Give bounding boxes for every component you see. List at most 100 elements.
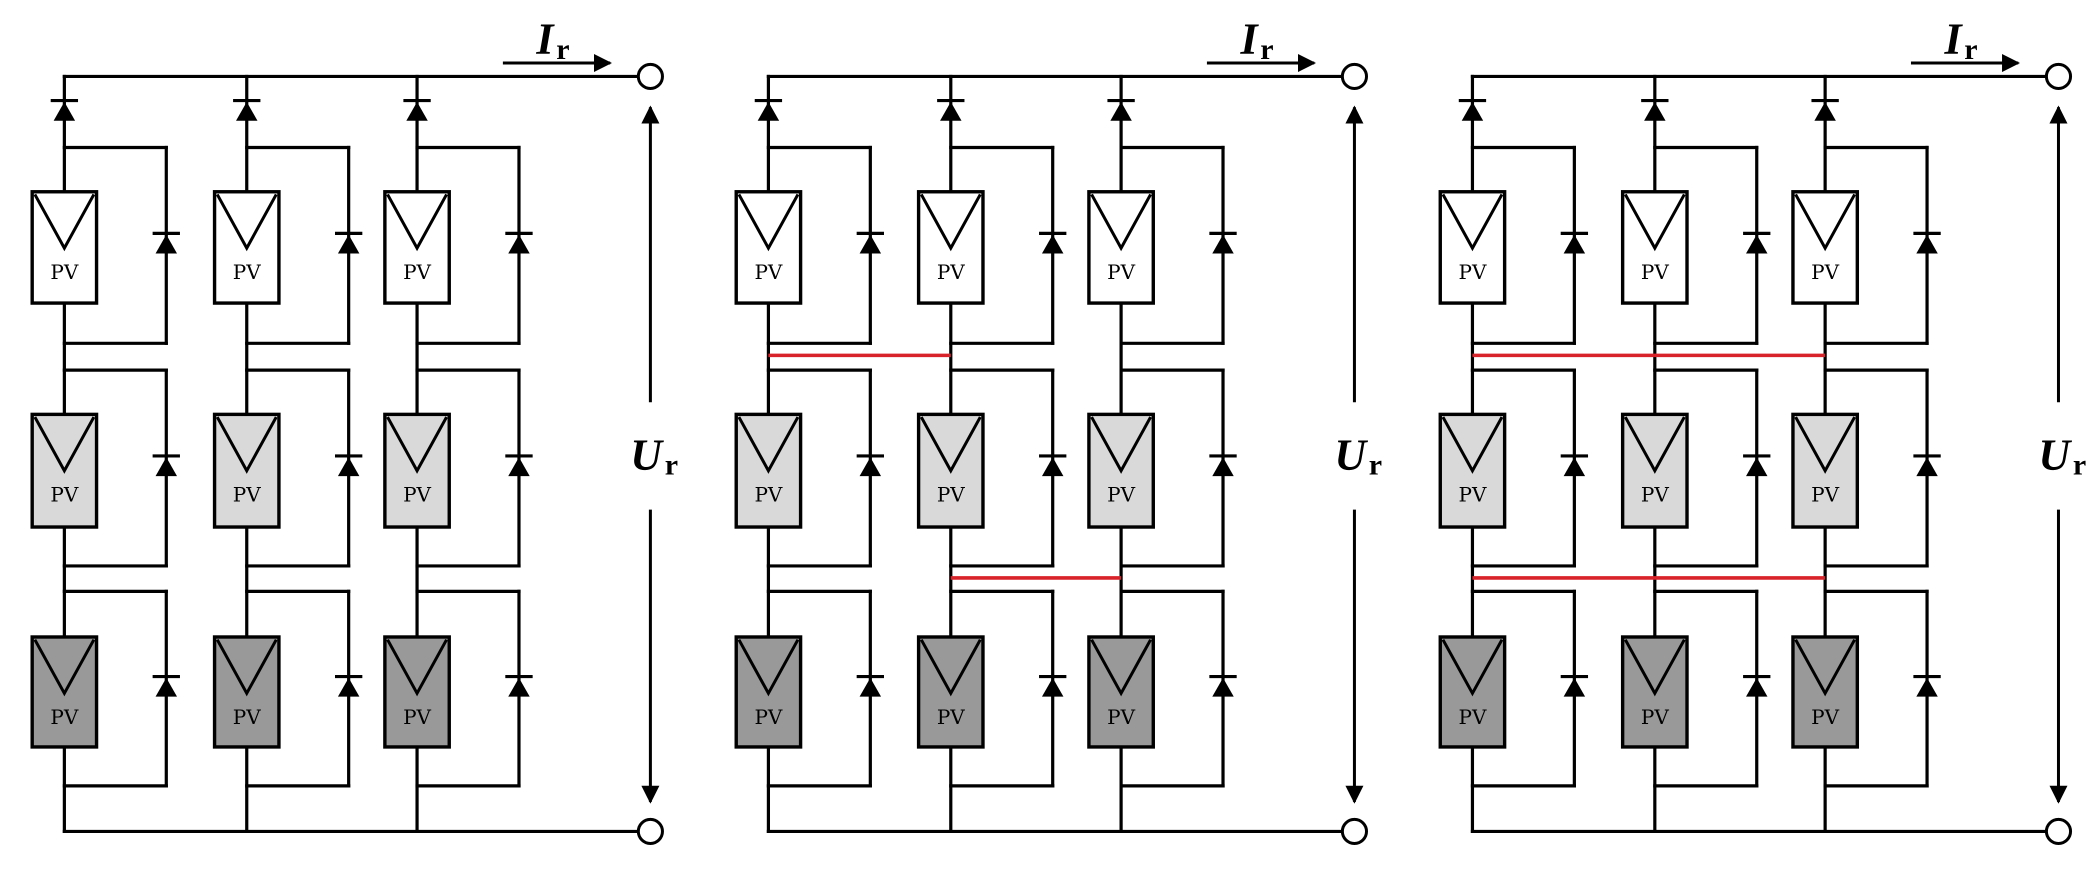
pv-module: PV [212,190,281,305]
bypass-diode [856,454,884,477]
pv-module: PV [916,190,985,305]
pv-module-label: PV [937,483,965,507]
bypass-diode [1560,231,1589,254]
string-column: PV PV PV [212,74,363,834]
bypass-diode [334,231,363,254]
pv-module-label: PV [1641,705,1669,729]
pv-module-label: PV [754,705,782,729]
positive-terminal [636,62,664,91]
pv-module: PV [212,412,281,529]
pv-module: PV [916,635,985,749]
pv-module-label: PV [50,483,78,507]
pv-module: PV [30,412,99,529]
pv-module-label: PV [937,705,965,729]
pv-module: PV [212,635,281,749]
pv-module: PV [30,190,99,305]
bypass-diode [1560,454,1589,477]
string-column: PV PV PV [1087,74,1237,834]
pv-module-label: PV [754,260,782,284]
pv-module: PV [383,190,451,305]
pv-module: PV [1620,635,1689,749]
pv-module-label: PV [50,705,78,729]
pv-module: PV [1438,412,1507,529]
current-label: Ir [535,15,569,66]
bypass-diode [1209,454,1237,477]
bypass-diode [1743,454,1771,477]
blocking-diode [754,98,783,121]
bypass-diode [1039,674,1067,697]
bypass-diode [1743,231,1771,254]
bypass-diode [1560,674,1589,697]
pv-module: PV [30,635,99,749]
bypass-diode [856,674,884,697]
string-column: PV PV PV [734,74,884,834]
voltage-label: Ur [2038,430,2086,481]
voltage-label: Ur [630,430,678,481]
pv-module: PV [383,635,451,749]
pv-module-label: PV [403,483,431,507]
pv-module-label: PV [1641,260,1669,284]
pv-module: PV [383,412,451,529]
blocking-diode [1811,98,1839,121]
pv-module-label: PV [1107,705,1135,729]
negative-terminal [2044,817,2073,846]
pv-module-label: PV [233,483,261,507]
pv-module-label: PV [233,260,261,284]
bypass-diode [505,674,533,697]
pv-module: PV [1438,190,1507,305]
bypass-diode [152,454,180,477]
string-column: PV PV PV [30,74,180,834]
bypass-diode [1913,454,1941,477]
current-label: Ir [1239,15,1273,66]
pv-module: PV [916,412,985,529]
bypass-diode [1039,231,1067,254]
blocking-diode [50,98,79,121]
blocking-diode [937,98,965,121]
bypass-diode [856,231,884,254]
positive-terminal [1340,62,1369,91]
pv-module-label: PV [937,260,965,284]
pv-module: PV [1791,635,1860,749]
pv-module: PV [1791,190,1860,305]
bypass-diode [1913,674,1941,697]
bypass-diode [334,674,363,697]
pv-module: PV [734,412,803,529]
pv-module-label: PV [1458,705,1486,729]
pv-module: PV [1087,190,1155,305]
pv-module-label: PV [1811,260,1839,284]
blocking-diode [1107,98,1135,121]
pv-module-label: PV [1458,260,1486,284]
current-label: Ir [1943,15,1977,66]
blocking-diode [233,98,261,121]
pv-module-label: PV [1458,483,1486,507]
pv-module-label: PV [1107,260,1135,284]
string-column: PV PV PV [1620,74,1771,834]
voltage-label: Ur [1334,430,1382,481]
pv-module-label: PV [1811,483,1839,507]
positive-terminal [2044,62,2073,91]
pv-module: PV [1438,635,1507,749]
bypass-diode [505,231,533,254]
pv-module: PV [1620,412,1689,529]
pv-module: PV [1791,412,1860,529]
pv-module: PV [1620,190,1689,305]
string-column: PV PV PV [383,74,533,834]
bypass-diode [1913,231,1941,254]
pv-module-label: PV [1107,483,1135,507]
pv-module: PV [734,190,803,305]
pv-module-label: PV [233,705,261,729]
negative-terminal [1340,817,1369,846]
bypass-diode [505,454,533,477]
blocking-diode [1641,98,1669,121]
string-column: PV PV PV [1791,74,1941,834]
pv-module: PV [1087,635,1155,749]
pv-module-label: PV [50,260,78,284]
pv-module-label: PV [403,705,431,729]
bypass-diode [152,674,180,697]
pv-module: PV [734,635,803,749]
pv-module-label: PV [1641,483,1669,507]
